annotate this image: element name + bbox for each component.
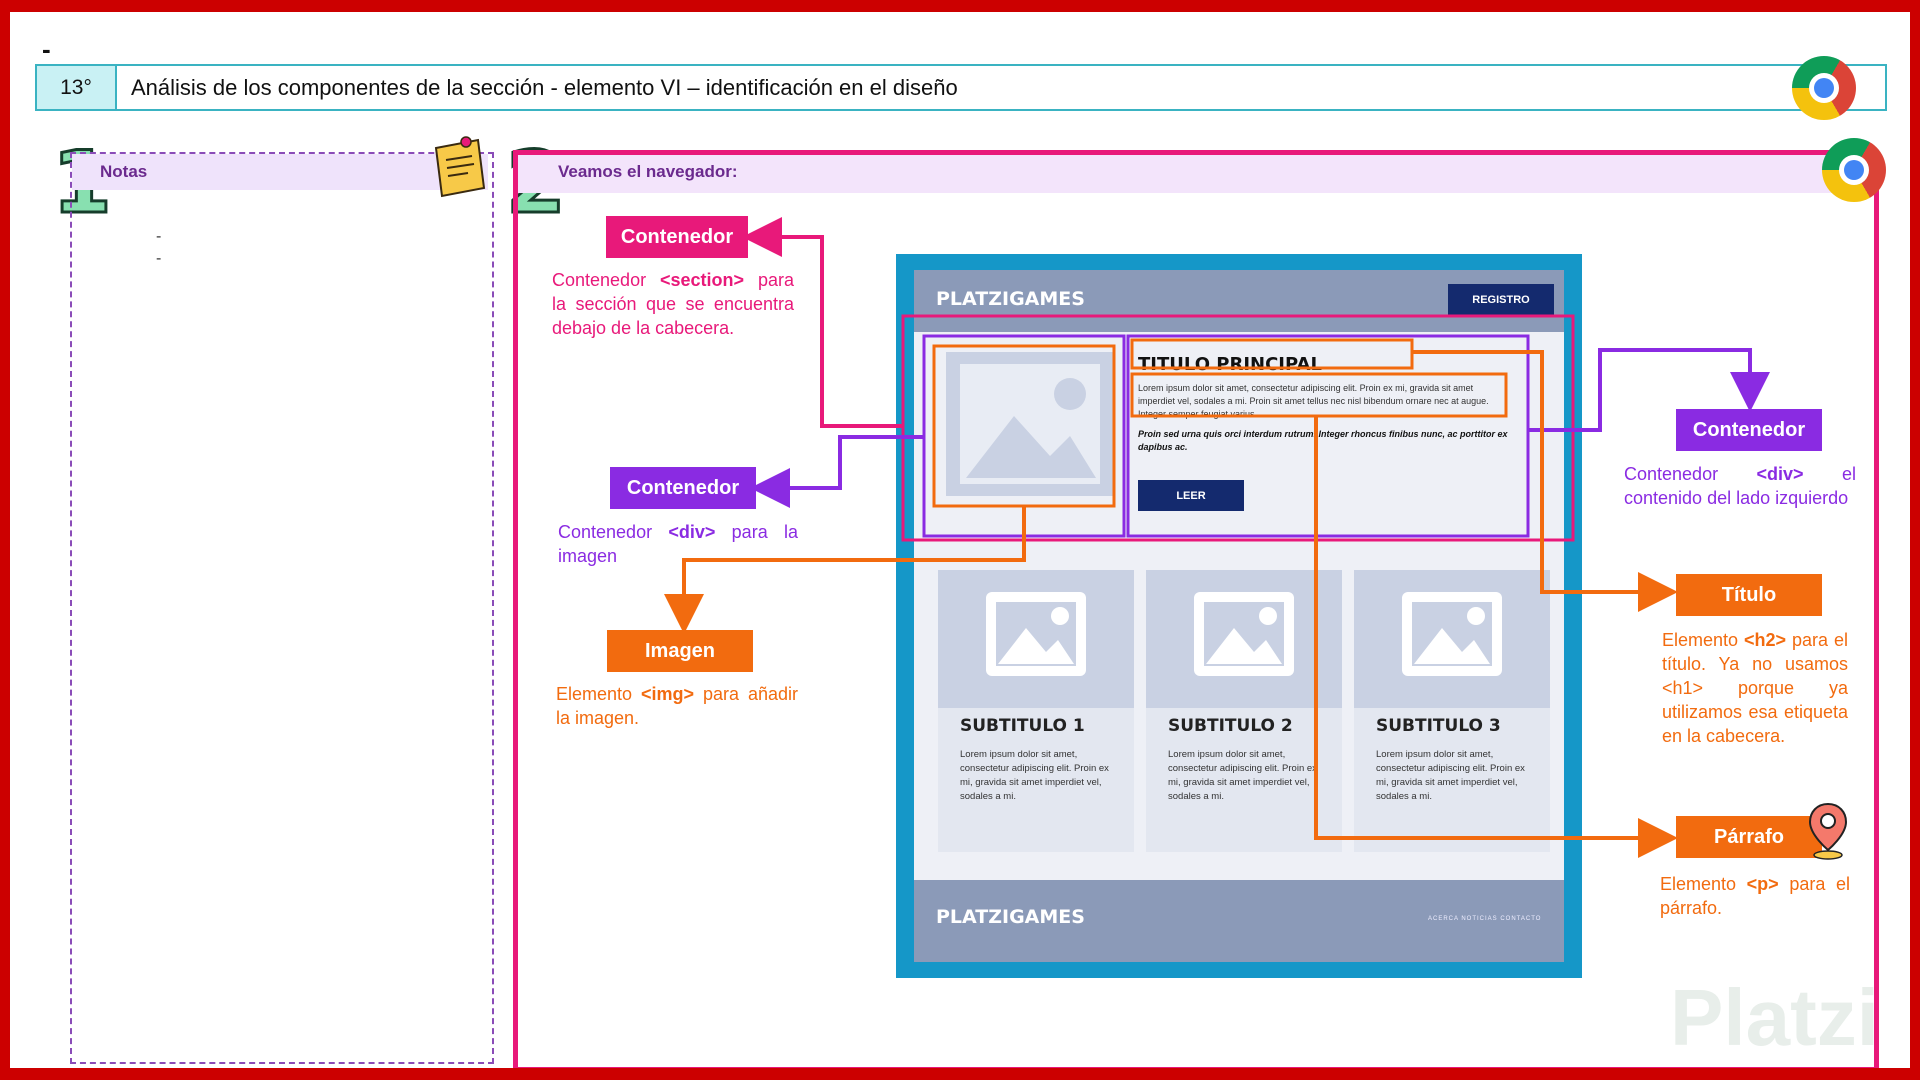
image-description: Elemento <img> para añadir la imagen.: [556, 682, 798, 730]
image-placeholder-icon: [986, 592, 1086, 676]
section-description: Contenedor <section> para la sección que…: [552, 268, 794, 340]
paragraph-tag: Párrafo: [1676, 816, 1822, 858]
mockup-read-button[interactable]: LEER: [1138, 480, 1244, 511]
desc-code: <div>: [1756, 464, 1804, 484]
arrow-img: [664, 506, 1026, 634]
header-bar: 13° Análisis de los componentes de la se…: [35, 64, 1887, 111]
browser-label: Veamos el navegador:: [558, 162, 738, 181]
chrome-icon: [1822, 138, 1886, 202]
mockup-register-button[interactable]: REGISTRO: [1448, 284, 1554, 315]
map-pin-icon: [1808, 802, 1848, 860]
card-subtitle: SUBTITULO 2: [1168, 716, 1293, 736]
paragraph-outline: [1130, 372, 1508, 418]
arrow-paragraph: [1314, 416, 1678, 858]
mockup-main-title: TITULO PRINCIPAL: [1138, 354, 1322, 375]
desc-code: <p>: [1746, 874, 1779, 894]
mockup-card: SUBTITULO 2 Lorem ipsum dolor sit amet, …: [1146, 570, 1342, 852]
mockup-footer-links: ACERCA NOTICIAS CONTACTO: [1428, 916, 1542, 922]
desc-code: <section>: [660, 270, 745, 290]
arrow-section: [742, 217, 903, 428]
image-div-description: Contenedor <div> para la imagen: [558, 520, 798, 568]
card-subtitle: SUBTITULO 1: [960, 716, 1085, 736]
image-placeholder-icon: [960, 364, 1100, 484]
content-div-description: Contenedor <div> el contenido del lado i…: [1624, 462, 1856, 510]
image-div-tag: Contenedor: [610, 467, 756, 509]
desc-text: para añadir la imagen.: [556, 684, 798, 728]
desc-code: <img>: [641, 684, 695, 704]
arrow-title: [1412, 350, 1678, 612]
card-subtitle: SUBTITULO 3: [1376, 716, 1501, 736]
mockup-header: PLATZIGAMES REGISTRO: [914, 270, 1564, 332]
desc-text: para la sección que se encuentra debajo …: [552, 270, 794, 338]
card-text: Lorem ipsum dolor sit amet, consectetur …: [960, 749, 1109, 802]
browser-panel: [513, 150, 1879, 1068]
mockup-paragraph-2: Proin sed urna quis orci interdum rutrum…: [1138, 429, 1508, 452]
website-mockup: PLATZIGAMES REGISTRO TITULO PRINCIPAL Lo…: [896, 254, 1582, 978]
desc-text: Elemento: [1662, 630, 1745, 650]
desc-text: para el párrafo.: [1660, 874, 1850, 918]
notes-panel: [70, 152, 494, 1064]
page-title: Análisis de los componentes de la secció…: [131, 75, 958, 100]
section-tag: Contenedor: [606, 216, 748, 258]
title-description: Elemento <h2> para el título. Ya no usam…: [1662, 628, 1848, 748]
desc-text: Elemento: [1660, 874, 1747, 894]
arrow-image-div: [750, 435, 924, 508]
desc-text: el contenido del lado izquierdo: [1624, 464, 1856, 508]
desc-text: Contenedor: [1624, 464, 1757, 484]
notes-label: Notas: [100, 162, 148, 181]
browser-header: [518, 155, 1864, 193]
desc-text: para la imagen: [558, 522, 798, 566]
notes-item: -: [156, 250, 162, 267]
card-text: Lorem ipsum dolor sit amet, consectetur …: [1168, 749, 1317, 802]
desc-code: <div>: [668, 522, 716, 542]
card-image: [938, 570, 1134, 708]
mockup-card: SUBTITULO 3 Lorem ipsum dolor sit amet, …: [1354, 570, 1550, 852]
arrow-content-div: [1528, 348, 1770, 432]
notes-header: [72, 154, 488, 190]
desc-text: Contenedor: [552, 270, 660, 290]
mockup-page: PLATZIGAMES REGISTRO TITULO PRINCIPAL Lo…: [914, 270, 1564, 962]
mockup-footer-brand: PLATZIGAMES: [936, 906, 1085, 928]
title-outline: [1130, 338, 1414, 370]
content-div-outline: [1126, 334, 1530, 538]
card-text: Lorem ipsum dolor sit amet, consectetur …: [1376, 749, 1525, 802]
image-placeholder-icon: [1402, 592, 1502, 676]
mockup-brand: PLATZIGAMES: [936, 288, 1085, 310]
desc-code: <h2>: [1744, 630, 1787, 650]
notes-item: -: [156, 228, 162, 245]
mockup-hero-image: [946, 352, 1114, 496]
card-image: [1146, 570, 1342, 708]
image-placeholder-icon: [1194, 592, 1294, 676]
image-tag: Imagen: [607, 630, 753, 672]
desc-text: para el título. Ya no usamos <h1> porque…: [1662, 630, 1849, 746]
lesson-number: 13°: [37, 66, 117, 109]
desc-text: Contenedor: [558, 522, 669, 542]
mockup-footer: PLATZIGAMES ACERCA NOTICIAS CONTACTO: [914, 880, 1564, 962]
title-tag: Título: [1676, 574, 1822, 616]
mockup-paragraph: Lorem ipsum dolor sit amet, consectetur …: [1138, 383, 1489, 419]
content-div-tag: Contenedor: [1676, 409, 1822, 451]
paragraph-description: Elemento <p> para el párrafo.: [1660, 872, 1850, 920]
annotation-overlay: [664, 217, 1770, 858]
desc-text: Elemento: [556, 684, 641, 704]
slide: - 13° Análisis de los componentes de la …: [10, 12, 1910, 1068]
chrome-icon: [1792, 56, 1856, 120]
platzi-watermark: Platzi: [1670, 973, 1879, 1062]
top-dash: -: [42, 34, 51, 64]
sticky-note-icon: [434, 136, 486, 198]
card-image: [1354, 570, 1550, 708]
mockup-card: SUBTITULO 1 Lorem ipsum dolor sit amet, …: [938, 570, 1134, 852]
img-outline: [932, 344, 1116, 508]
